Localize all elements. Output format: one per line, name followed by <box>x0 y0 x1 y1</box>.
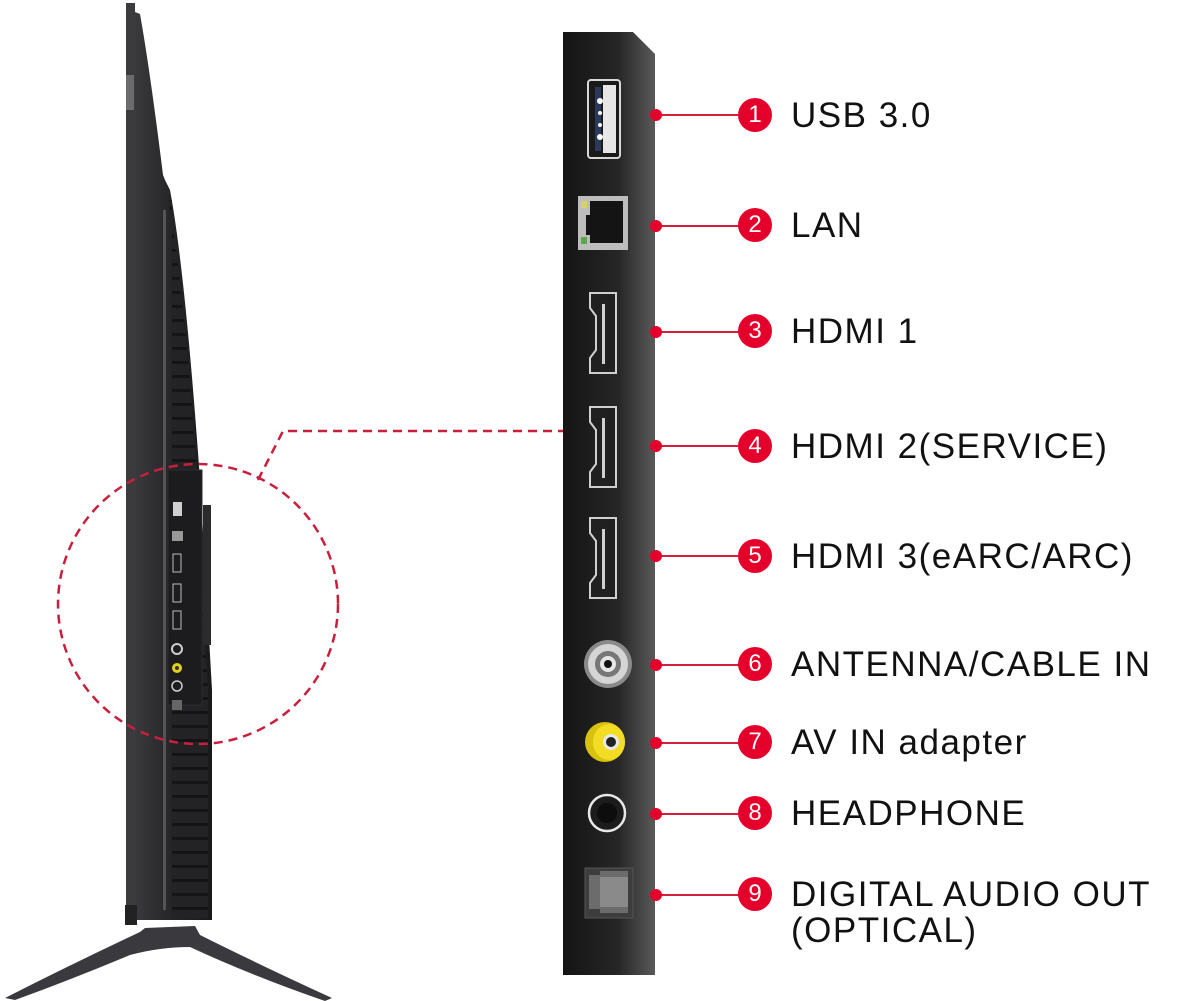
headphone-jack-icon <box>587 793 627 833</box>
port-8-marker <box>650 808 662 820</box>
port-panel <box>563 32 655 975</box>
port-4-label: HDMI 2(SERVICE) <box>791 427 1109 466</box>
port-1-label: USB 3.0 <box>791 96 932 135</box>
hdmi-port-icon <box>589 292 617 374</box>
port-2-marker <box>650 220 662 232</box>
port-9-marker <box>650 889 662 901</box>
port-5-marker <box>650 550 662 562</box>
usb-port-icon <box>587 79 621 159</box>
port-1-marker <box>650 109 662 121</box>
port-6-badge: 6 <box>738 647 772 681</box>
port-5-badge: 5 <box>738 539 772 573</box>
hdmi-port-icon <box>589 406 617 488</box>
port-7-badge: 7 <box>738 725 772 759</box>
port-9-label: DIGITAL AUDIO OUT <box>791 875 1151 914</box>
port-6-label: ANTENNA/CABLE IN <box>791 645 1152 684</box>
port-3-marker <box>650 326 662 338</box>
port-3-label: HDMI 1 <box>791 312 919 351</box>
port-2-label: LAN <box>791 206 864 245</box>
port-7-label: AV IN adapter <box>791 723 1028 762</box>
port-2-badge: 2 <box>738 208 772 242</box>
port-8-badge: 8 <box>738 796 772 830</box>
port-9-label-line2: (OPTICAL) <box>791 911 978 950</box>
port-6-marker <box>650 659 662 671</box>
optical-port-icon <box>584 867 634 919</box>
callout-circle <box>56 462 340 746</box>
port-7-marker <box>650 737 662 749</box>
port-5-label: HDMI 3(eARC/ARC) <box>791 537 1134 576</box>
ethernet-port-icon <box>578 196 628 250</box>
port-8-label: HEADPHONE <box>791 794 1027 833</box>
port-4-marker <box>650 440 662 452</box>
port-4-badge: 4 <box>738 429 772 463</box>
port-1-badge: 1 <box>738 98 772 132</box>
hdmi-port-icon <box>589 517 617 599</box>
rca-yellow-port-icon <box>585 722 625 762</box>
callout-connector-line <box>256 429 563 481</box>
callout-magnifier <box>56 429 563 746</box>
port-9-badge: 9 <box>738 877 772 911</box>
coax-port-icon <box>584 640 632 688</box>
port-3-badge: 3 <box>738 314 772 348</box>
